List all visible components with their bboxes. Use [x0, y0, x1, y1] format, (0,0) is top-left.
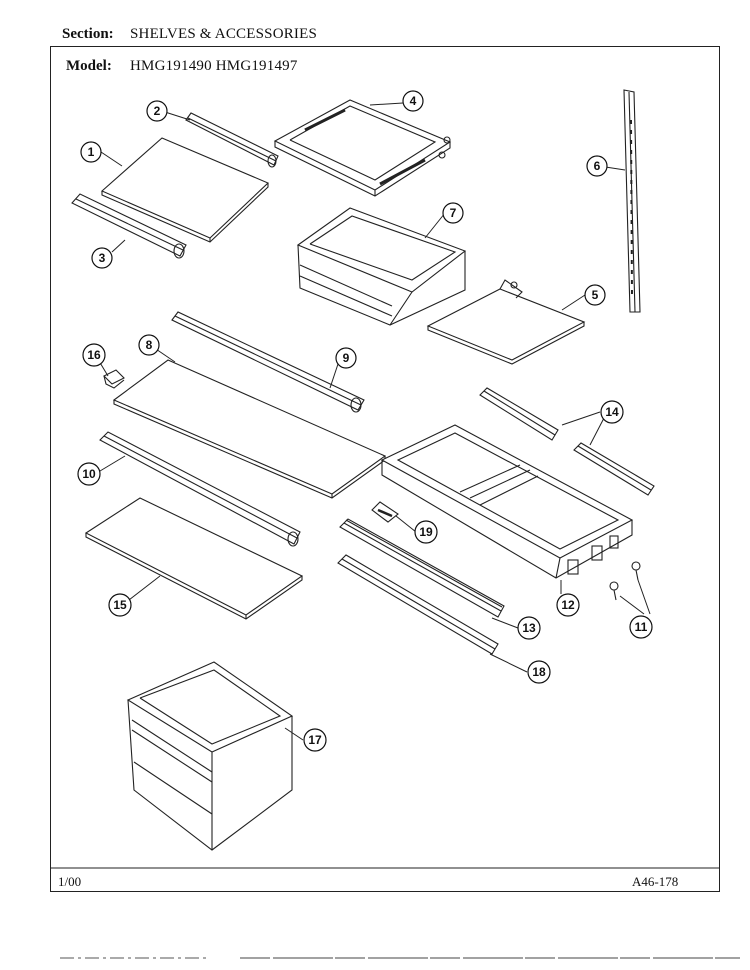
part-18-rail — [337, 554, 499, 655]
callout-13: 13 — [522, 621, 536, 635]
callout-18: 18 — [532, 665, 546, 679]
part-12-crisper-frame — [380, 424, 634, 579]
part-6-vertical-track — [623, 89, 641, 313]
model-value: HMG191490 HMG191497 — [130, 58, 298, 74]
callout-17: 17 — [308, 733, 322, 747]
callout-1: 1 — [88, 145, 95, 159]
model-label: Model: — [66, 58, 112, 74]
callout-circles — [77, 90, 653, 752]
callout-15: 15 — [113, 598, 127, 612]
callout-4: 4 — [410, 94, 417, 108]
part-7-crisper-drawer — [296, 207, 467, 326]
callout-9: 9 — [343, 351, 350, 365]
part-5-small-shelf — [426, 279, 586, 365]
footer-diagram-code: A46-178 — [632, 874, 679, 889]
callout-5: 5 — [592, 288, 599, 302]
callout-8: 8 — [146, 338, 153, 352]
callout-7: 7 — [450, 206, 457, 220]
footer-date: 1/00 — [58, 874, 82, 889]
diagram-frame — [50, 46, 720, 892]
callout-3: 3 — [99, 251, 106, 265]
part-8-large-glass-shelf — [112, 359, 387, 499]
callout-14: 14 — [605, 405, 619, 419]
part-16-clip — [103, 369, 125, 389]
part-17-meat-pan — [126, 661, 294, 851]
part-14-slide-rails — [479, 387, 655, 496]
callout-11: 11 — [635, 620, 648, 634]
callout-2: 2 — [154, 104, 161, 118]
section-value: SHELVES & ACCESSORIES — [130, 26, 318, 42]
callout-12: 12 — [561, 598, 575, 612]
part-15-crisper-cover — [84, 497, 304, 620]
part-9-large-rear-trim — [171, 311, 365, 413]
callout-10: 10 — [82, 467, 96, 481]
part-10-large-front-trim — [99, 431, 301, 547]
part-4-cantilever-shelf — [273, 99, 452, 197]
callout-16: 16 — [87, 348, 101, 362]
part-3-front-trim — [71, 193, 187, 259]
part-13-rail — [339, 518, 505, 618]
part-19-bracket — [371, 501, 399, 523]
part-1-glass-shelf — [100, 137, 269, 243]
part-2-rear-trim — [185, 112, 279, 168]
callout-6: 6 — [594, 159, 601, 173]
leader-lines — [94, 102, 651, 741]
section-label: Section: — [62, 26, 114, 42]
callout-19: 19 — [419, 525, 433, 539]
part-11-screws — [609, 561, 641, 601]
